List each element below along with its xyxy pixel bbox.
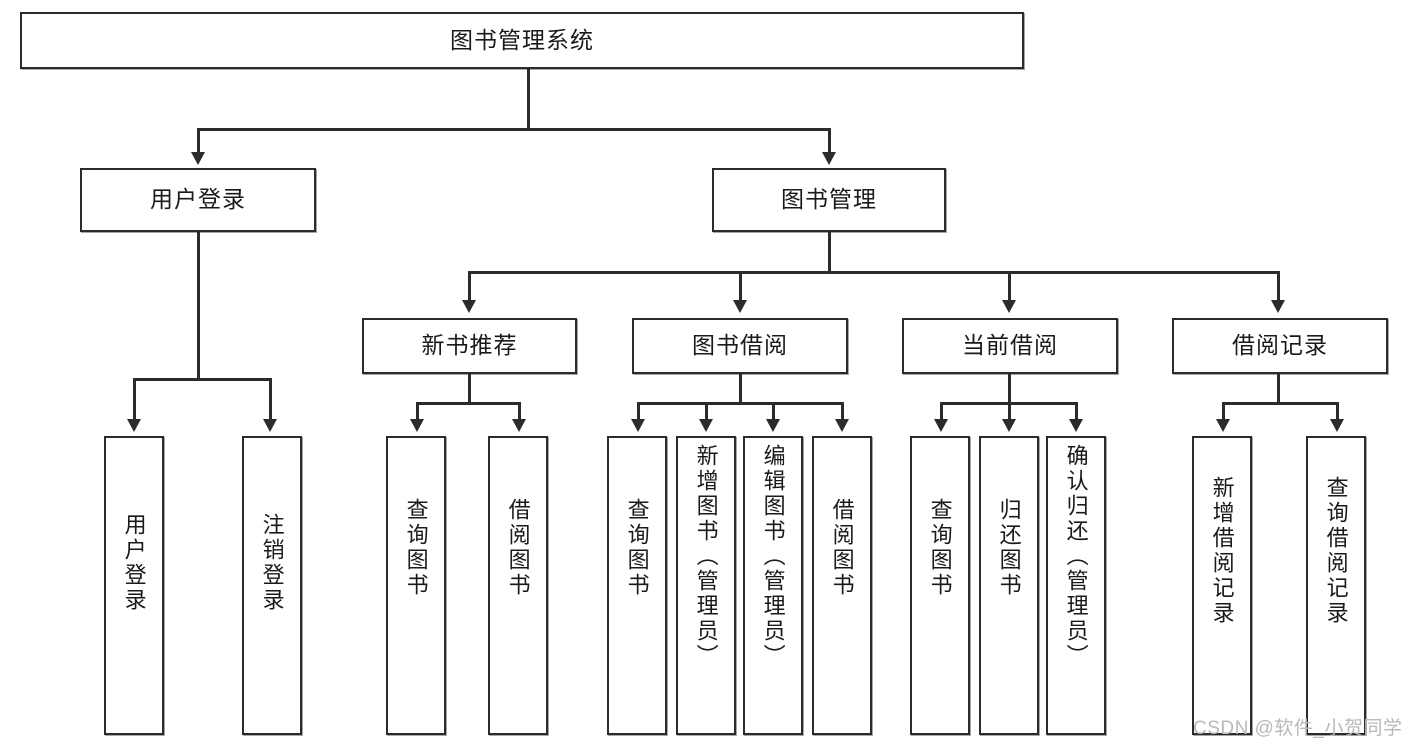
connector-to-current-borrow: [1008, 271, 1011, 301]
connector-user-login-to-leaf-2: [269, 378, 272, 420]
connector-borrow-record-stem: [1277, 374, 1280, 404]
node-book-borrow[interactable]: 图书借阅: [632, 318, 848, 374]
connector-user-login-stem: [197, 232, 200, 380]
connector-to-new-book-recommend: [468, 271, 471, 301]
arrowhead-current-borrow: [1002, 300, 1016, 313]
leaf-query-borrow-record[interactable]: 查询借阅记录: [1306, 436, 1366, 735]
arrowhead-bb-leaf-4: [835, 419, 849, 432]
node-label: 图书管理: [781, 186, 877, 213]
leaf-label: 借阅图书: [829, 498, 855, 598]
leaf-confirm-return-admin[interactable]: 确认归还（管理员）: [1046, 436, 1106, 735]
node-label: 图书管理系统: [450, 26, 594, 53]
connector-bb-leaf-2: [705, 402, 708, 420]
leaf-label: 新增借阅记录: [1209, 476, 1235, 626]
node-label: 新书推荐: [421, 332, 518, 359]
connector-to-borrow-record: [1277, 271, 1280, 301]
arrowhead-nbr-leaf-1: [410, 419, 424, 432]
connector-bb-leaf-1: [637, 402, 640, 420]
connector-new-book-recommend-stem: [468, 374, 471, 404]
leaf-borrow-book[interactable]: 借阅图书: [812, 436, 872, 735]
arrowhead-br-leaf-2: [1330, 419, 1344, 432]
connector-nbr-leaf-1: [416, 402, 419, 420]
connector-cb-leaf-1: [940, 402, 943, 420]
leaf-label: 注销登录: [259, 513, 285, 613]
arrowhead-br-leaf-1: [1216, 419, 1230, 432]
connector-user-login-bus: [133, 378, 272, 381]
arrowhead-book-borrow: [733, 300, 747, 313]
connector-cb-leaf-3: [1075, 402, 1078, 420]
connector-borrow-record-bus: [1222, 402, 1339, 405]
arrowhead-book-management: [822, 152, 836, 165]
connector-nbr-leaf-2: [518, 402, 521, 420]
connector-bb-leaf-4: [841, 402, 844, 420]
connector-root-to-user-login: [197, 128, 200, 154]
arrowhead-borrow-record: [1271, 300, 1285, 313]
node-new-book-recommend[interactable]: 新书推荐: [362, 318, 577, 374]
leaf-label: 查询图书: [624, 498, 650, 598]
node-label: 用户登录: [150, 186, 246, 213]
leaf-label: 查询图书: [927, 498, 953, 598]
arrowhead-nbr-leaf-2: [512, 419, 526, 432]
leaf-query-book-current[interactable]: 查询图书: [910, 436, 970, 735]
leaf-borrow-book-recommend[interactable]: 借阅图书: [488, 436, 548, 735]
leaf-add-book-admin[interactable]: 新增图书（管理员）: [676, 436, 736, 735]
connector-bb-leaf-3: [772, 402, 775, 420]
connector-new-book-recommend-bus: [416, 402, 521, 405]
connector-root-stem: [527, 69, 530, 130]
node-user-login[interactable]: 用户登录: [80, 168, 316, 232]
leaf-edit-book-admin[interactable]: 编辑图书（管理员）: [743, 436, 803, 735]
arrowhead-cb-leaf-2: [1002, 419, 1016, 432]
connector-current-borrow-stem: [1008, 374, 1011, 404]
node-label: 借阅记录: [1232, 332, 1328, 359]
connector-book-borrow-bus: [637, 402, 844, 405]
connector-br-leaf-2: [1336, 402, 1339, 420]
connector-root-bus: [197, 128, 831, 131]
connector-level2-bus: [468, 271, 1280, 274]
leaf-label: 查询图书: [403, 498, 429, 598]
node-borrow-record[interactable]: 借阅记录: [1172, 318, 1388, 374]
node-current-borrow[interactable]: 当前借阅: [902, 318, 1118, 374]
node-label: 图书借阅: [692, 332, 788, 359]
leaf-label: 编辑图书（管理员）: [760, 444, 786, 669]
leaf-query-book-borrow[interactable]: 查询图书: [607, 436, 667, 735]
arrowhead-bb-leaf-1: [631, 419, 645, 432]
connector-cb-leaf-2: [1008, 402, 1011, 420]
leaf-logout-login[interactable]: 注销登录: [242, 436, 302, 735]
node-root-book-management-system[interactable]: 图书管理系统: [20, 12, 1024, 69]
leaf-return-book[interactable]: 归还图书: [979, 436, 1039, 735]
node-label: 当前借阅: [962, 332, 1058, 359]
leaf-add-borrow-record[interactable]: 新增借阅记录: [1192, 436, 1252, 735]
connector-book-management-stem: [828, 232, 831, 273]
arrowhead-bb-leaf-2: [699, 419, 713, 432]
arrowhead-new-book-recommend: [462, 300, 476, 313]
arrowhead-cb-leaf-1: [934, 419, 948, 432]
arrowhead-bb-leaf-3: [766, 419, 780, 432]
connector-book-borrow-stem: [739, 374, 742, 404]
node-book-management[interactable]: 图书管理: [712, 168, 946, 232]
connector-root-to-book-management: [828, 128, 831, 154]
connector-br-leaf-1: [1222, 402, 1225, 420]
leaf-label: 新增图书（管理员）: [693, 444, 719, 669]
leaf-label: 用户登录: [121, 513, 147, 613]
arrowhead-leaf-logout-login: [263, 419, 277, 432]
connector-to-book-borrow: [739, 271, 742, 301]
leaf-label: 归还图书: [996, 498, 1022, 598]
connector-user-login-to-leaf-1: [133, 378, 136, 420]
arrowhead-user-login: [191, 152, 205, 165]
leaf-query-book-recommend[interactable]: 查询图书: [386, 436, 446, 735]
leaf-label: 借阅图书: [505, 498, 531, 598]
leaf-label: 确认归还（管理员）: [1063, 444, 1089, 669]
leaf-label: 查询借阅记录: [1323, 476, 1349, 626]
arrowhead-cb-leaf-3: [1069, 419, 1083, 432]
leaf-user-login[interactable]: 用户登录: [104, 436, 164, 735]
arrowhead-leaf-user-login: [127, 419, 141, 432]
csdn-watermark: CSDN @软件_小贺同学: [1193, 718, 1403, 739]
